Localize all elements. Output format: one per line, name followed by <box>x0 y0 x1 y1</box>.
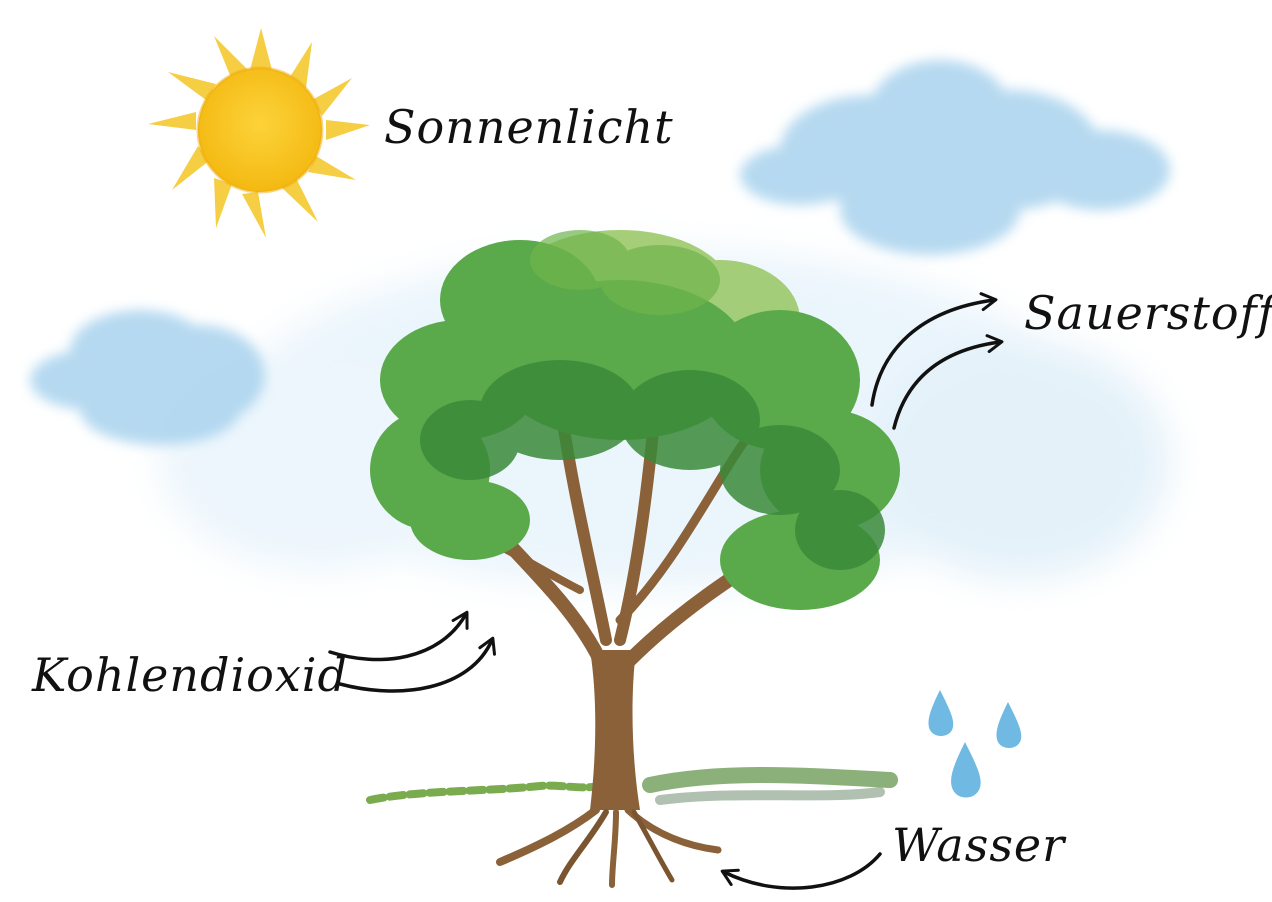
water-drops-icon <box>928 690 1021 798</box>
cloud-right <box>740 60 1170 255</box>
label-oxygen: Sauerstoff <box>1024 290 1272 336</box>
co2-arrows <box>330 614 492 691</box>
cloud-left <box>30 310 265 445</box>
water-arrow <box>724 854 880 888</box>
sun-icon <box>148 28 370 238</box>
label-water: Wasser <box>892 822 1065 868</box>
label-sunlight: Sonnenlicht <box>384 104 674 150</box>
label-carbon-dioxide: Kohlendioxid <box>32 652 348 698</box>
